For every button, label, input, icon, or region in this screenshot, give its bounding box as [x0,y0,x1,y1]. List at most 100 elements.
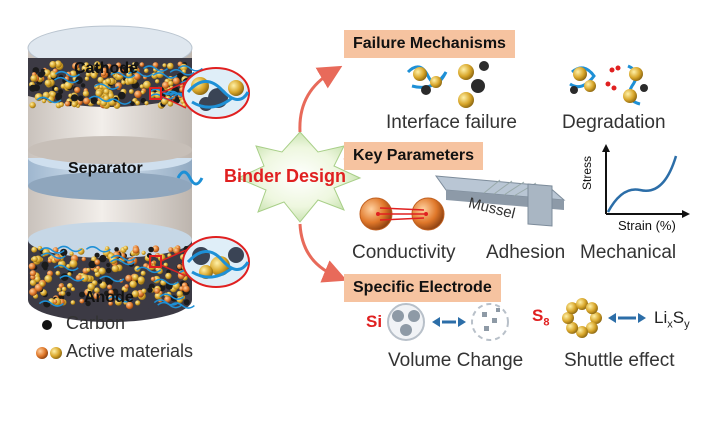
electrode-particle [94,61,101,68]
electrode-particle [126,67,131,73]
electrode-particle [154,288,160,294]
adhesion-icon [434,175,566,227]
electrode-particle [152,245,160,253]
s8-sphere [576,326,588,338]
s8-sphere [566,302,579,315]
electrode-particle [29,101,36,109]
volume-change-label: Volume Change [388,350,524,371]
interface-failure-icon [406,61,489,108]
electrode-particle [94,287,100,294]
electrode-particle [75,76,83,84]
binder-strand [159,293,185,300]
binder-strand [107,296,133,303]
electrode-particle [150,276,156,282]
electrode-particle [133,72,141,80]
electrode-particle [71,101,78,108]
electrode-particle [58,89,64,95]
electrode-particle [90,72,98,79]
binder-strand [88,95,114,103]
electrode-particle [71,94,79,102]
electrode-particle [177,264,183,270]
electrode-particle [127,76,135,85]
electrode-particle [58,283,64,289]
binder-strand [59,275,85,282]
electrode-particle [31,246,38,253]
electrode-particle [56,287,62,292]
electrode-particle [60,290,66,296]
electrode-particle [123,245,129,251]
conductivity-label: Conductivity [352,242,456,263]
electrode-particle [54,60,62,68]
electrode-particle [129,89,134,94]
binder-strand [36,96,62,104]
electrode-particle [64,81,73,90]
electrode-particle [103,88,110,95]
electrode-particle [41,261,49,269]
binder-strand [169,302,195,309]
specific-electrode-header: Specific Electrode [344,274,501,302]
binder-design-label: Binder Design [224,166,347,186]
electrode-particle [132,274,139,281]
electrode-particle [124,284,129,289]
electrode-particle [94,271,101,278]
electrode-particle [155,79,160,84]
electrode-particle [134,61,139,67]
binder-strand [53,264,79,272]
electrode-particle [131,290,139,298]
electrode-particle [69,251,74,256]
electrode-particle [162,81,170,89]
electrode-particle [88,260,96,269]
electrode-particle [140,90,145,95]
electrode-particle [167,101,174,107]
electrode-particle [61,286,67,292]
electrode-particle [99,254,107,263]
binder-strand [55,70,80,78]
electrode-particle [89,292,94,298]
interface-failure-label: Interface failure [386,112,517,133]
anode-zoom-circle [182,236,250,288]
electrode-particle [135,100,141,106]
binder-strand [38,300,64,307]
electrode-particle [83,62,89,68]
electrode-particle [173,247,180,255]
electrode-particle [58,102,64,107]
electrode-particle [97,279,103,284]
carbon-dot-icon [42,320,52,330]
electrode-particle [125,274,133,282]
electrode-particle [172,77,180,85]
binder-strand [99,275,125,283]
key-parameters-header: Key Parameters [344,142,483,170]
electrode-particle [140,97,146,104]
electrode-particle [44,79,52,87]
si-volume-change-icon [387,303,509,341]
electrode-particle [99,85,104,90]
binder-strand [136,266,162,274]
binder-strand [177,65,203,72]
electrode-particle [108,289,114,295]
lixsy-label: LixSy [654,308,690,331]
binder-strand [143,65,169,72]
binder-strand [152,72,178,79]
electrode-particle [107,284,113,290]
electrode-particle [43,69,51,77]
electrode-particle [121,80,126,85]
electrode-particle [66,291,71,297]
electrode-particle [97,76,104,83]
electrode-particle [47,258,53,263]
electrode-particle [72,62,80,70]
electrode-particle [94,252,100,258]
electrode-particle [166,269,171,274]
electrode-particle [125,301,134,310]
electrode-particle [104,290,110,296]
electrode-particle [82,90,89,97]
s8-sphere [562,312,574,324]
active-material-gold-icon [50,347,62,359]
electrode-particle [141,288,147,294]
electrode-particle [44,274,53,283]
binder-strand [85,246,111,253]
electrode-particle [49,61,57,68]
electrode-particle [115,62,122,68]
stress-strain-chart [602,144,690,218]
electrode-particle [74,86,81,94]
